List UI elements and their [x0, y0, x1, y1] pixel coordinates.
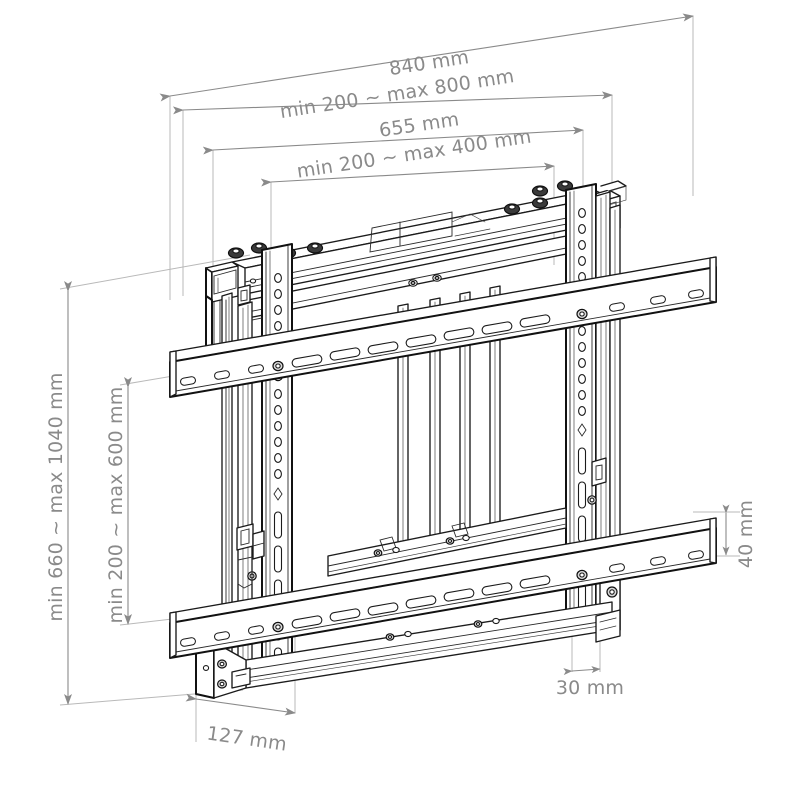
bolt-head: [531, 185, 549, 197]
top-rail: [169, 256, 717, 398]
dimension-overall-height: min 660 ~ max 1040 mm: [45, 281, 72, 705]
dimension-rail-thickness: 30 mm: [556, 666, 624, 699]
dimension-rail-height: 40 mm: [722, 500, 757, 568]
wall-mount-bracket: [169, 180, 717, 699]
right-post-hole-column: [576, 208, 588, 416]
top-dimension-group: 840 mm min 200 ~ max 800 mm 655 mm min 2…: [159, 13, 694, 187]
dimension-depth-from-wall: 127 mm: [185, 693, 296, 756]
dimension-label-overall-height: min 660 ~ max 1040 mm: [45, 372, 67, 621]
bottom-base-bar: [245, 601, 613, 689]
dimension-label-depth-from-wall: 127 mm: [205, 722, 288, 755]
bolt-head: [306, 242, 324, 254]
left-bottom-foot: [195, 641, 251, 699]
upper-cross-beam: [231, 189, 608, 319]
bottom-rail: [169, 517, 717, 659]
right-bottom-foot: [595, 609, 621, 643]
bolt-head: [503, 203, 521, 215]
dimension-vertical-adjust: min 200 ~ max 600 mm: [105, 377, 132, 625]
lower-cross-member: [327, 507, 567, 577]
dimension-label-rail-height: 40 mm: [735, 500, 757, 568]
left-head-block: [205, 261, 257, 361]
dimension-label-vertical-adjust: min 200 ~ max 600 mm: [105, 387, 127, 624]
bolt-head: [531, 197, 549, 209]
dimension-label-rail-thickness: 30 mm: [556, 677, 624, 699]
left-dimension-group: min 660 ~ max 1040 mm min 200 ~ max 600 …: [45, 281, 132, 705]
bolt-head: [227, 247, 245, 259]
